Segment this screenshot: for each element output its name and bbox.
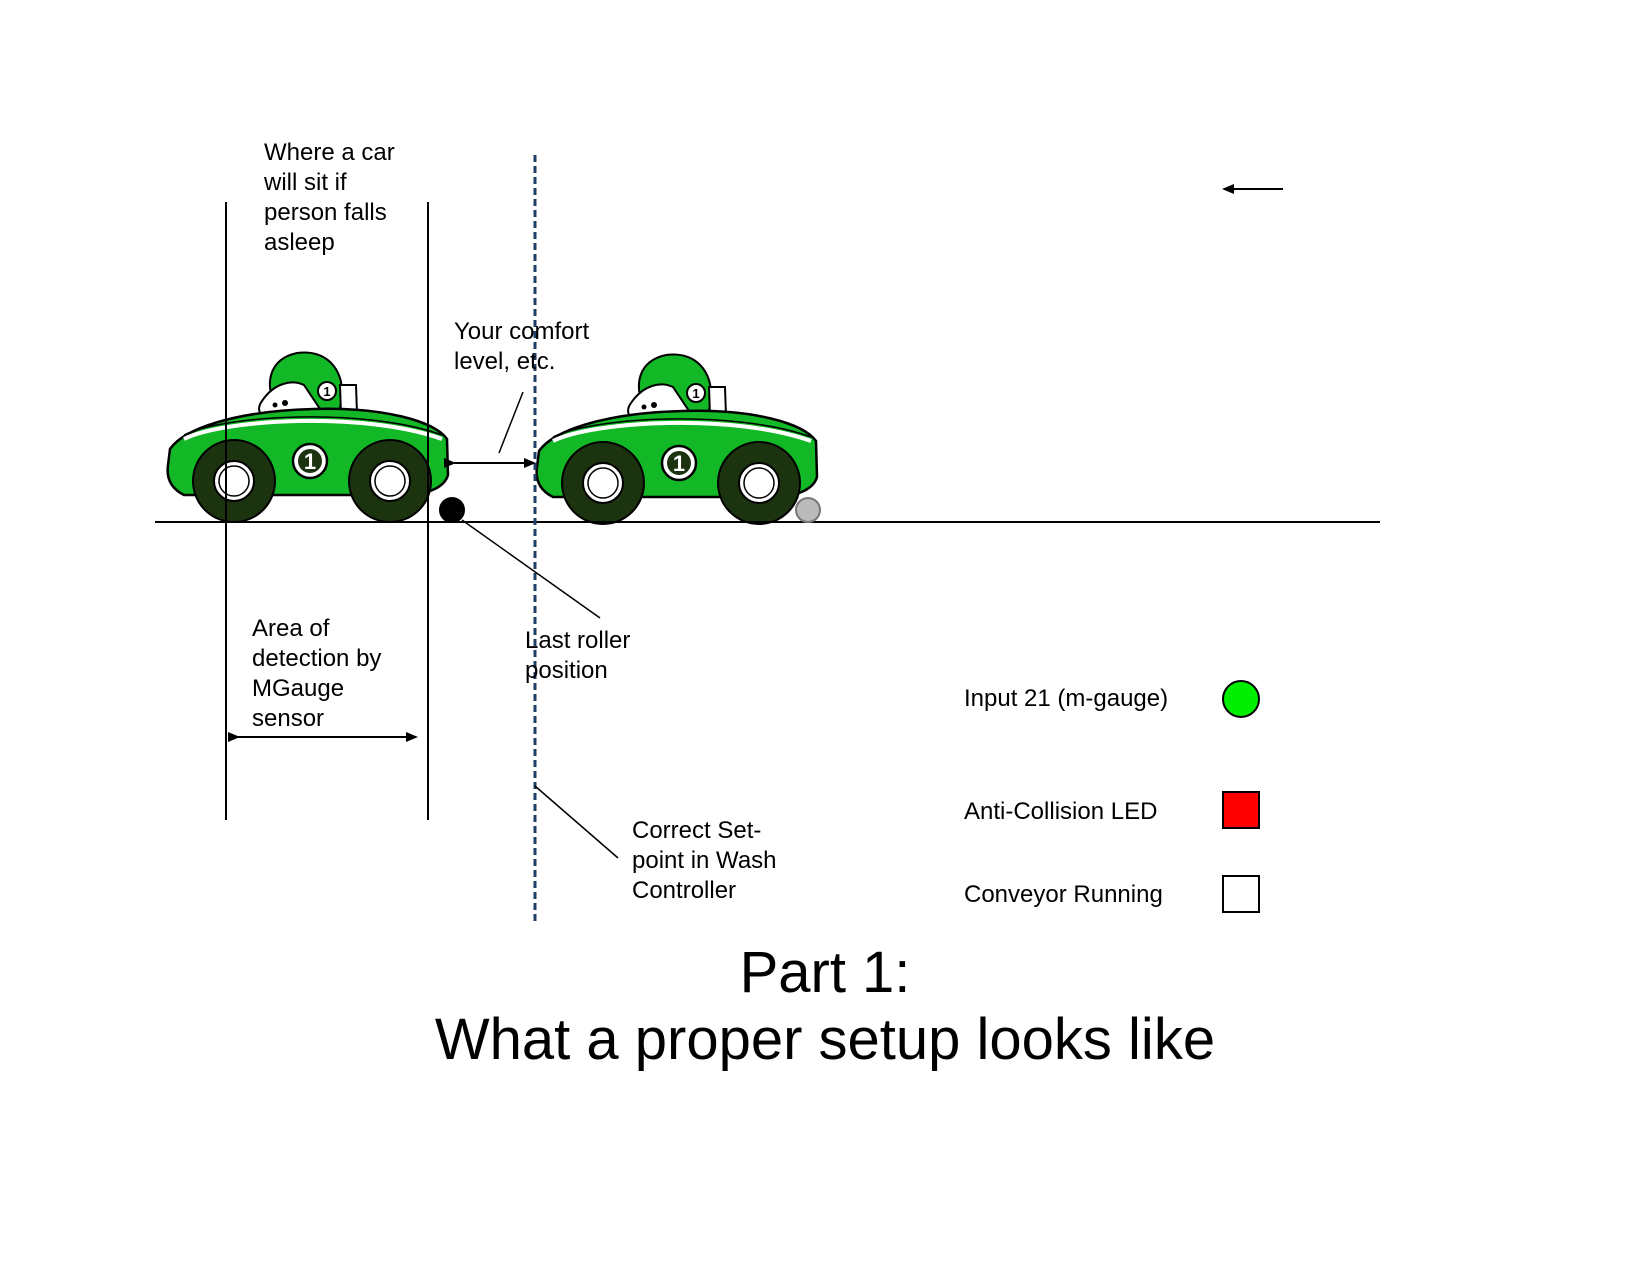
roller-pointer-line [461,519,601,619]
title-line-1: Part 1: [739,940,911,1005]
last-roller-label: Last roller position [525,627,631,684]
car-left-icon [165,350,450,524]
setpoint-pointer-line [534,785,619,859]
legend-input21-circle-icon [1222,680,1260,718]
legend-item-input21-label: Input 21 (m-gauge) [964,685,1169,712]
detection-area-label: Area of detection by MGauge sensor [252,615,382,732]
asleep-area-label: Where a car will sit if person falls asl… [264,139,395,256]
comfort-pointer-line [498,391,524,454]
legend-item-conveyor-label: Conveyor Running [964,881,1163,908]
legend-conveyor-square-icon [1222,875,1260,913]
last-roller-active-icon [439,497,465,523]
title-line-2: What a proper setup looks like [434,1007,1216,1072]
setpoint-label: Correct Set- point in Wash Controller [632,817,777,904]
legend-item-anticollision-label: Anti-Collision LED [964,798,1158,825]
legend-anticollision-square-icon [1222,791,1260,829]
comfort-level-label: Your comfort level, etc. [454,318,590,375]
roller-inactive-icon [795,497,821,523]
car-right-icon [534,352,819,526]
